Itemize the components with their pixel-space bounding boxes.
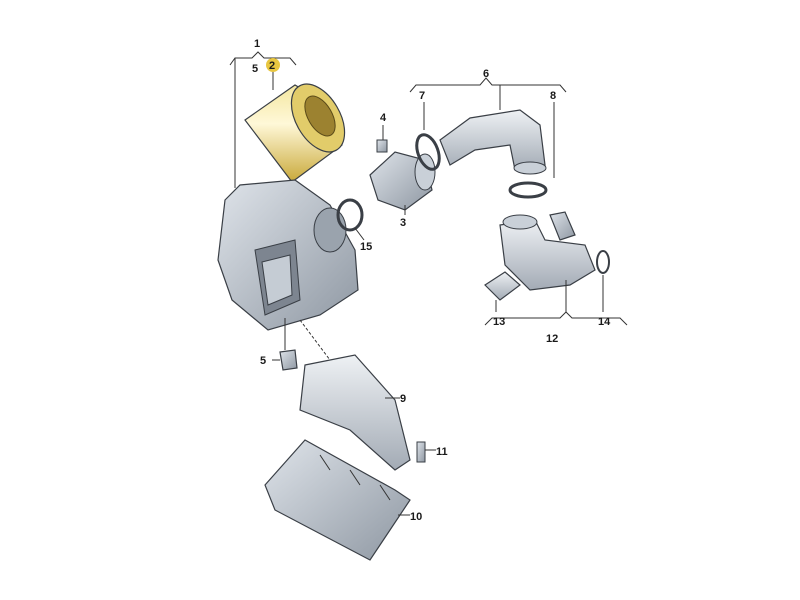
label-10: 10 <box>410 511 422 523</box>
label-14: 14 <box>598 316 611 328</box>
label-15: 15 <box>360 241 372 253</box>
intake-hose <box>415 109 548 199</box>
connection-pipe <box>484 211 610 301</box>
label-11: 11 <box>436 446 448 458</box>
label-3: 3 <box>400 217 406 229</box>
label-5-bottom: 5 <box>260 355 266 367</box>
grommet-5 <box>279 349 298 371</box>
clamp-15 <box>336 198 364 232</box>
label-13: 13 <box>493 316 505 328</box>
label-4: 4 <box>380 112 387 124</box>
air-guide-10 <box>264 439 411 561</box>
highlight-badge <box>266 58 280 72</box>
bracket-1 <box>229 51 297 188</box>
label-6: 6 <box>483 68 489 80</box>
air-duct-9 <box>299 354 411 471</box>
air-filter-element <box>244 83 346 183</box>
screw-4 <box>376 139 388 153</box>
label-9: 9 <box>400 393 406 405</box>
label-1: 1 <box>254 38 260 50</box>
label-7: 7 <box>419 90 425 102</box>
label-5-top: 5 <box>252 63 258 75</box>
screw-11 <box>416 441 426 463</box>
air-filter-housing <box>217 179 359 331</box>
label-8: 8 <box>550 90 556 102</box>
air-mass-meter <box>369 151 436 211</box>
label-12: 12 <box>546 333 558 345</box>
label-2: 2 <box>269 60 275 72</box>
